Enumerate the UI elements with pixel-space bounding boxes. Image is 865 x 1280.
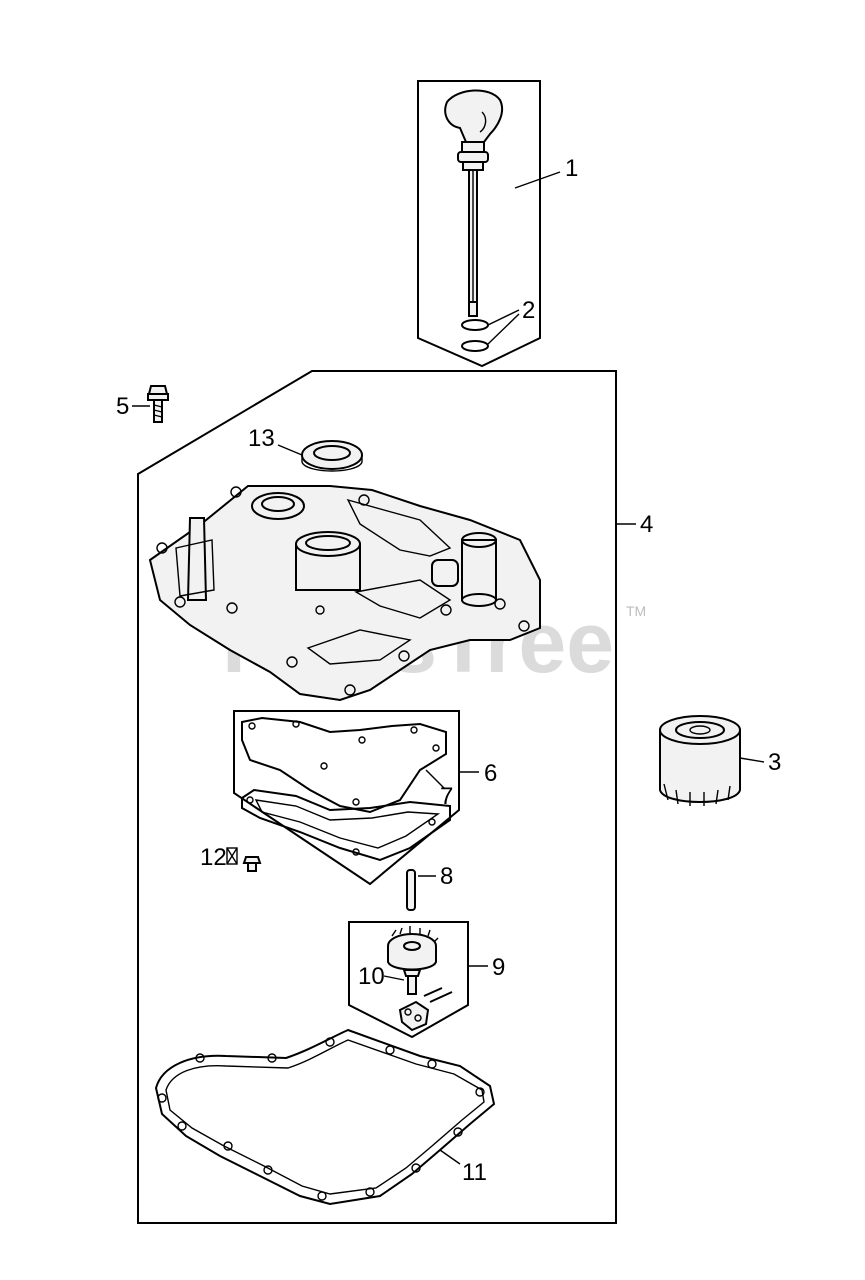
leader-10 — [383, 975, 405, 981]
callout-5[interactable]: 5 — [116, 393, 129, 420]
governor-kit-frame — [348, 921, 469, 1039]
callout-13[interactable]: 13 — [248, 425, 275, 452]
leader-2a — [487, 309, 520, 326]
leader-13 — [277, 444, 303, 456]
leader-2b — [487, 313, 520, 345]
dipstick-group-frame — [417, 80, 541, 368]
bolt-icon[interactable] — [147, 385, 169, 423]
governor-gear-icon[interactable] — [387, 926, 439, 971]
callout-2[interactable]: 2 — [522, 297, 535, 324]
leader-1 — [514, 171, 561, 189]
callout-8[interactable]: 8 — [440, 863, 453, 890]
dowel-pin-icon[interactable] — [406, 869, 416, 911]
leader-7 — [425, 769, 445, 789]
watermark-trademark: TM — [626, 603, 646, 619]
gasket-set-frame — [233, 710, 460, 886]
callout-12-box — [226, 847, 238, 865]
callout-12-box-x2 — [226, 847, 238, 865]
gasket-upper-icon[interactable] — [241, 716, 447, 814]
shaft-icon[interactable] — [402, 969, 422, 995]
callout-6[interactable]: 6 — [484, 760, 497, 787]
gasket-lower-icon[interactable] — [241, 788, 451, 862]
callout-3[interactable]: 3 — [768, 749, 781, 776]
dipstick-icon[interactable] — [444, 89, 504, 317]
callout-10[interactable]: 10 — [358, 963, 385, 990]
oil-seal-icon[interactable] — [301, 440, 363, 472]
crankcase-cover-icon[interactable] — [148, 485, 541, 702]
main-assembly-frame — [137, 370, 617, 1224]
base-gasket-icon[interactable] — [154, 1028, 496, 1206]
dipstick-group: 1 2 — [417, 80, 578, 368]
callout-1[interactable]: 1 — [565, 155, 578, 182]
oil-filter-icon[interactable] — [659, 715, 741, 806]
callout-7[interactable]: 7 — [440, 783, 453, 810]
o-ring-lower[interactable] — [461, 340, 489, 352]
governor-parts-icon[interactable] — [398, 987, 453, 1032]
leader-11 — [439, 1149, 461, 1165]
callout-12[interactable]: 12 — [200, 844, 227, 871]
callout-9[interactable]: 9 — [492, 954, 505, 981]
callout-4[interactable]: 4 — [640, 511, 653, 538]
o-ring-upper[interactable] — [461, 319, 489, 331]
callout-11[interactable]: 11 — [462, 1159, 487, 1186]
screw-icon[interactable] — [242, 856, 262, 872]
leader-3 — [739, 757, 765, 763]
